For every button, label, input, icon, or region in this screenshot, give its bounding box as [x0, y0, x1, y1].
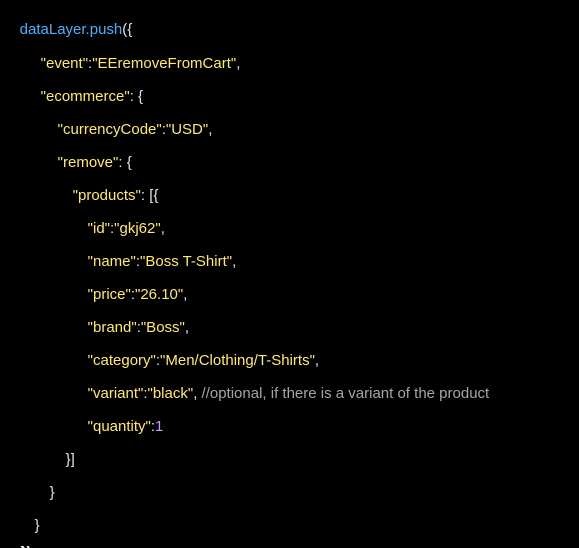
code-line-6: "products": [{: [56, 169, 159, 204]
comma: ,: [184, 319, 190, 336]
code-line-1: dataLayer.push({: [3, 3, 133, 38]
code-line-14: }]: [49, 433, 75, 468]
code-line-4: "currencyCode":"USD",: [41, 103, 213, 138]
key-products: "products": [72, 187, 141, 204]
separator: :: [161, 121, 166, 138]
code-comment: //optional, if there is a variant of the…: [201, 385, 490, 402]
key-remove: "remove": [57, 154, 119, 171]
comma: ,: [314, 352, 320, 369]
open-brace: {: [126, 154, 132, 171]
separator: :: [135, 253, 141, 270]
separator: :: [118, 154, 127, 171]
code-line-8: "name":"Boss T-Shirt",: [71, 235, 237, 270]
separator: :: [130, 286, 136, 303]
comma: ,: [193, 385, 202, 402]
code-line-12: "variant":"black", //optional, if there …: [71, 367, 490, 402]
code-line-7: "id":"gkj62",: [71, 202, 165, 237]
value-brand: "Boss": [140, 319, 185, 336]
value-price: "26.10": [135, 286, 184, 303]
code-line-2: "event":"EEremoveFromCart",: [24, 37, 241, 72]
close-brace: }: [34, 517, 40, 534]
value-id: "gkj62": [114, 220, 161, 237]
close-brace: }: [49, 484, 55, 501]
comma: ,: [160, 220, 165, 237]
close-brace-paren-semicolon: });: [21, 544, 37, 548]
function-name: dataLayer.push: [19, 21, 123, 38]
value-variant: "black": [147, 385, 194, 402]
open-paren-brace: ({: [122, 21, 133, 38]
separator: :: [88, 55, 93, 72]
code-line-13: "quantity":1: [71, 400, 164, 435]
key-quantity: "quantity": [87, 418, 151, 435]
open-bracket-brace: [{: [149, 187, 159, 204]
separator: :: [136, 319, 141, 336]
separator: :: [140, 187, 150, 204]
key-ecommerce: "ecommerce": [40, 88, 130, 105]
key-currencycode: "currencyCode": [57, 121, 162, 138]
key-category: "category": [87, 352, 156, 369]
code-line-16: }: [18, 499, 40, 534]
key-brand: "brand": [87, 319, 137, 336]
comma: ,: [232, 253, 237, 270]
key-id: "id": [87, 220, 110, 237]
value-name: "Boss T-Shirt": [140, 253, 233, 270]
code-line-3: "ecommerce": {: [24, 70, 143, 105]
separator: :: [143, 385, 148, 402]
key-name: "name": [87, 253, 136, 270]
value-currencycode: "USD": [165, 121, 209, 138]
value-event: "EEremoveFromCart": [92, 55, 237, 72]
separator: :: [155, 352, 161, 369]
value-category: "Men/Clothing/T-Shirts": [160, 352, 315, 369]
code-line-15: }: [33, 466, 55, 501]
comma: ,: [208, 121, 213, 138]
code-line-10: "brand":"Boss",: [71, 301, 189, 336]
key-price: "price": [87, 286, 131, 303]
code-line-5: "remove": {: [41, 136, 132, 171]
close-brace-bracket: }]: [65, 451, 75, 468]
open-brace: {: [138, 88, 144, 105]
comma: ,: [183, 286, 188, 303]
comma: ,: [236, 55, 241, 72]
value-quantity: 1: [155, 418, 164, 435]
code-line-9: "price":"26.10",: [71, 268, 188, 303]
separator: :: [129, 88, 139, 105]
code-line-17: });: [4, 526, 37, 548]
code-line-11: "category":"Men/Clothing/T-Shirts",: [71, 334, 319, 369]
key-variant: "variant": [87, 385, 144, 402]
separator: :: [150, 418, 156, 435]
key-event: "event": [40, 55, 89, 72]
separator: :: [110, 220, 115, 237]
